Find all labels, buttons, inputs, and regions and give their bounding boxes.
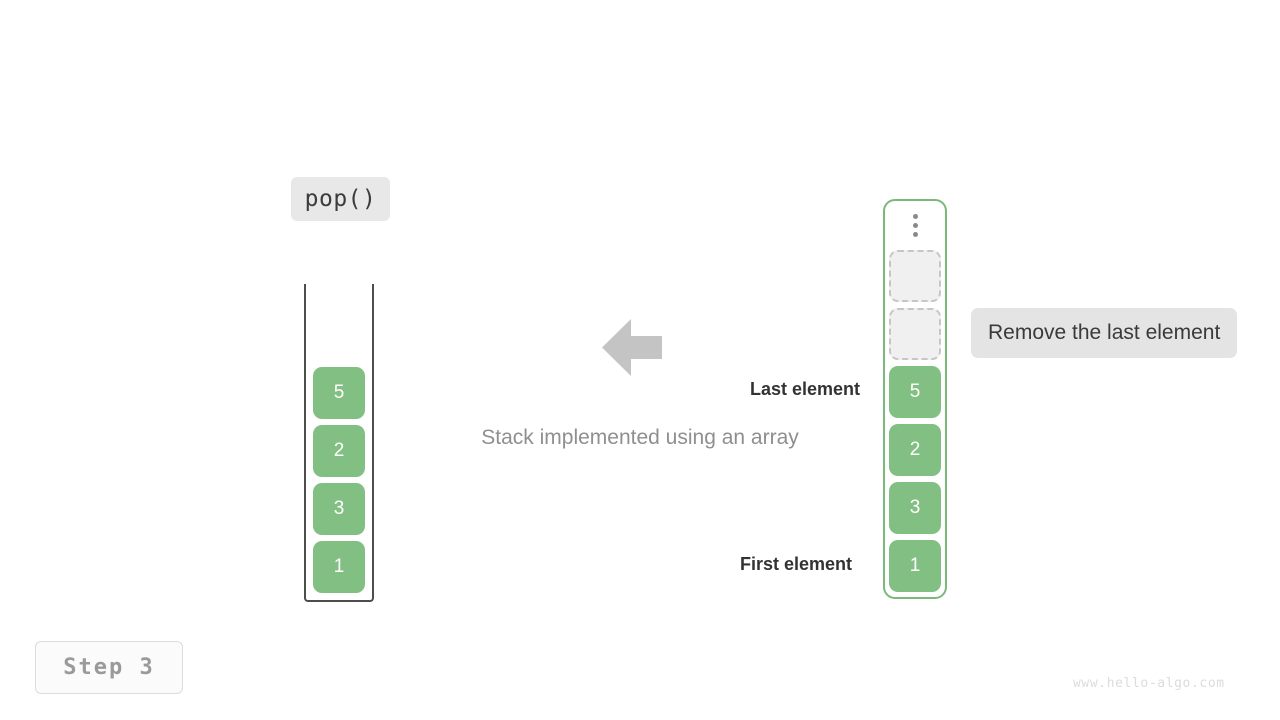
operation-label: pop() <box>291 177 390 221</box>
left-arrow-icon <box>602 319 662 376</box>
caption-text: Stack implemented using an array <box>481 426 799 449</box>
vertical-ellipsis-icon <box>885 214 945 237</box>
stack-cell <box>889 250 941 302</box>
annotation-last-element: Last element <box>749 379 860 399</box>
dot-2 <box>912 223 918 228</box>
stack-container: 5 2 3 1 <box>883 199 947 599</box>
dot-1 <box>912 214 918 219</box>
array-cell-list: 5 2 3 1 <box>306 364 372 596</box>
stack-cell-list: 5 2 3 1 <box>885 247 945 595</box>
stack-cell: 5 <box>889 366 941 418</box>
stack-cell: 3 <box>889 482 941 534</box>
step-badge: Step 3 <box>35 641 183 694</box>
stack-cell: 2 <box>889 424 941 476</box>
stack-cell <box>889 308 941 360</box>
array-container: 5 2 3 1 <box>304 284 374 602</box>
array-cell: 5 <box>313 367 365 419</box>
array-cell: 3 <box>313 483 365 535</box>
array-cell: 1 <box>313 541 365 593</box>
watermark: www.hello-algo.com <box>1073 676 1225 691</box>
note-badge: Remove the last element <box>971 308 1238 358</box>
annotation-first-element: First element <box>739 554 852 574</box>
stack-cell: 1 <box>889 540 941 592</box>
array-cell: 2 <box>313 425 365 477</box>
dot-3 <box>912 232 918 237</box>
